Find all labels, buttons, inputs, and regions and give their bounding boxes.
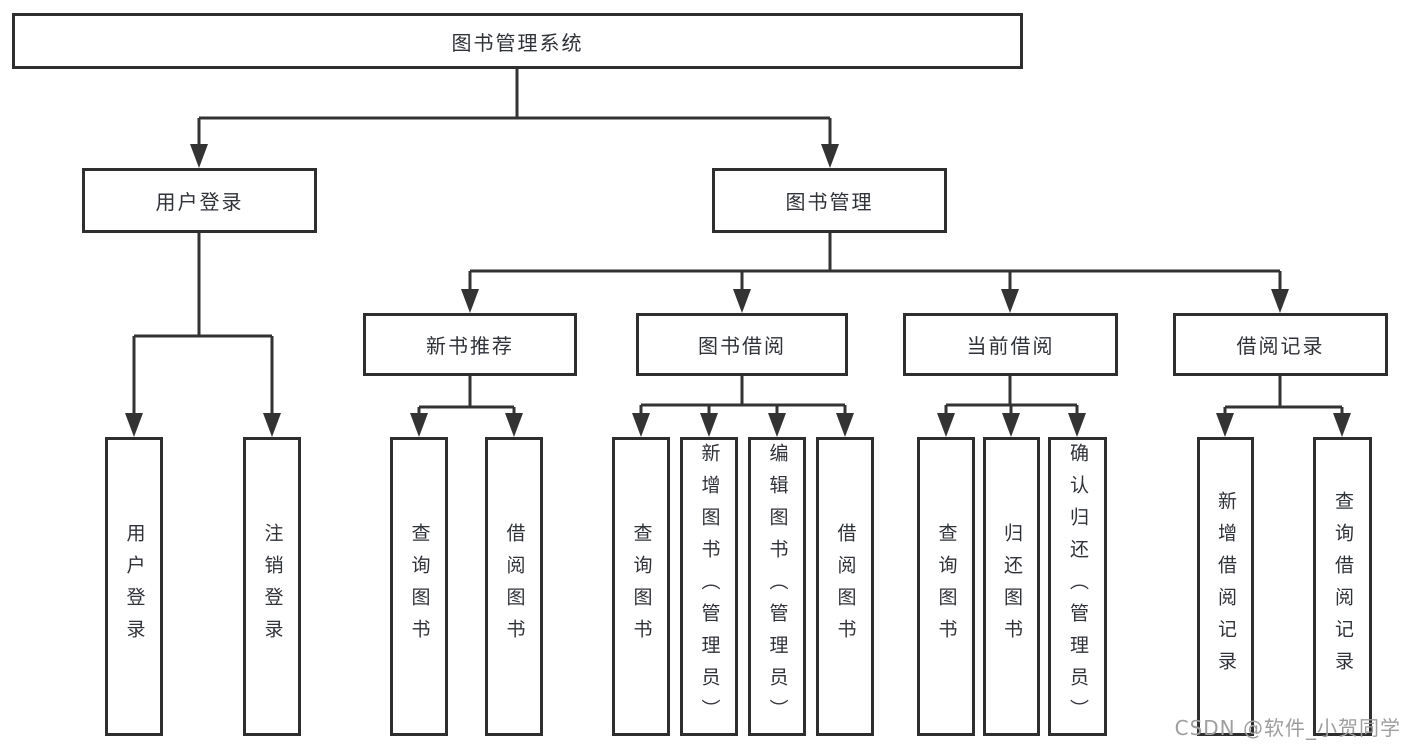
connector-userlogin-to-leaves [132,233,274,419]
node-borrow-records: 借阅记录 [1173,313,1388,376]
leaf-borrow-books-recommend-label: 借阅图书 [503,522,526,651]
leaf-user-login: 用户登录 [105,437,163,736]
node-book-management: 图书管理 [712,168,947,233]
leaf-borrow-books-borrowing-label: 借阅图书 [834,522,857,651]
leaf-user-login-label: 用户登录 [123,522,146,651]
leaf-query-books-current-label: 查询图书 [935,522,958,651]
node-root-system: 图书管理系统 [12,13,1023,69]
arrowhead-icon [125,413,143,437]
csdn-watermark: CSDN @软件_小贺同学 [1174,716,1401,740]
arrowhead-icon [410,413,428,437]
arrowhead-icon [461,289,479,313]
connector-bookmgmt-to-level3 [468,233,1282,295]
arrowhead-icon [632,413,650,437]
arrowhead-icon [1068,413,1086,437]
leaf-borrow-books-recommend: 借阅图书 [485,437,543,736]
connector-borrow-to-leaves [639,376,847,419]
leaf-add-book-admin-label: 新增图书（管理员） [698,442,721,731]
arrowhead-icon [836,413,854,437]
connector-newrec-to-leaves [417,376,516,419]
leaf-confirm-return-admin-label: 确认归还（管理员） [1067,442,1089,731]
leaf-query-books-borrowing-label: 查询图书 [630,522,653,651]
leaf-return-book-label: 归还图书 [1001,522,1023,651]
leaf-add-borrow-record-label: 新增借阅记录 [1215,490,1237,683]
leaf-query-borrow-record: 查询借阅记录 [1313,437,1372,736]
arrowhead-icon [190,144,208,168]
leaf-logout: 注销登录 [243,437,301,736]
leaf-query-books-recommend-label: 查询图书 [408,522,431,651]
node-current-borrowing: 当前借阅 [903,313,1118,376]
arrowhead-icon [1333,413,1351,437]
arrowhead-icon [937,413,955,437]
leaf-query-books-borrowing: 查询图书 [612,437,670,736]
arrowhead-icon [768,413,786,437]
node-book-borrowing: 图书借阅 [636,313,848,376]
leaf-edit-book-admin: 编辑图书（管理员） [748,437,806,736]
leaf-edit-book-admin-label: 编辑图书（管理员） [766,442,789,731]
leaf-query-books-current: 查询图书 [917,437,975,736]
connector-root-to-level2 [197,69,832,150]
leaf-confirm-return-admin: 确认归还（管理员） [1048,437,1107,736]
node-user-login: 用户登录 [82,168,317,233]
arrowhead-icon [821,144,839,168]
arrowhead-icon [1002,413,1020,437]
connector-current-to-leaves [944,376,1079,419]
connector-records-to-leaves [1223,376,1344,419]
arrowhead-icon [263,413,281,437]
arrowhead-icon [1001,289,1019,313]
arrowhead-icon [1216,413,1234,437]
arrowhead-icon [733,289,751,313]
arrowhead-icon [505,413,523,437]
arrowheads [125,144,1351,437]
leaf-add-borrow-record: 新增借阅记录 [1197,437,1254,736]
node-new-book-recommend: 新书推荐 [363,313,577,376]
arrowhead-icon [1271,289,1289,313]
arrowhead-icon [700,413,718,437]
leaf-logout-label: 注销登录 [261,522,284,651]
leaf-query-books-recommend: 查询图书 [390,437,448,736]
leaf-return-book: 归还图书 [983,437,1040,736]
leaf-query-borrow-record-label: 查询借阅记录 [1332,490,1354,683]
leaf-borrow-books-borrowing: 借阅图书 [816,437,874,736]
leaf-add-book-admin: 新增图书（管理员） [680,437,738,736]
